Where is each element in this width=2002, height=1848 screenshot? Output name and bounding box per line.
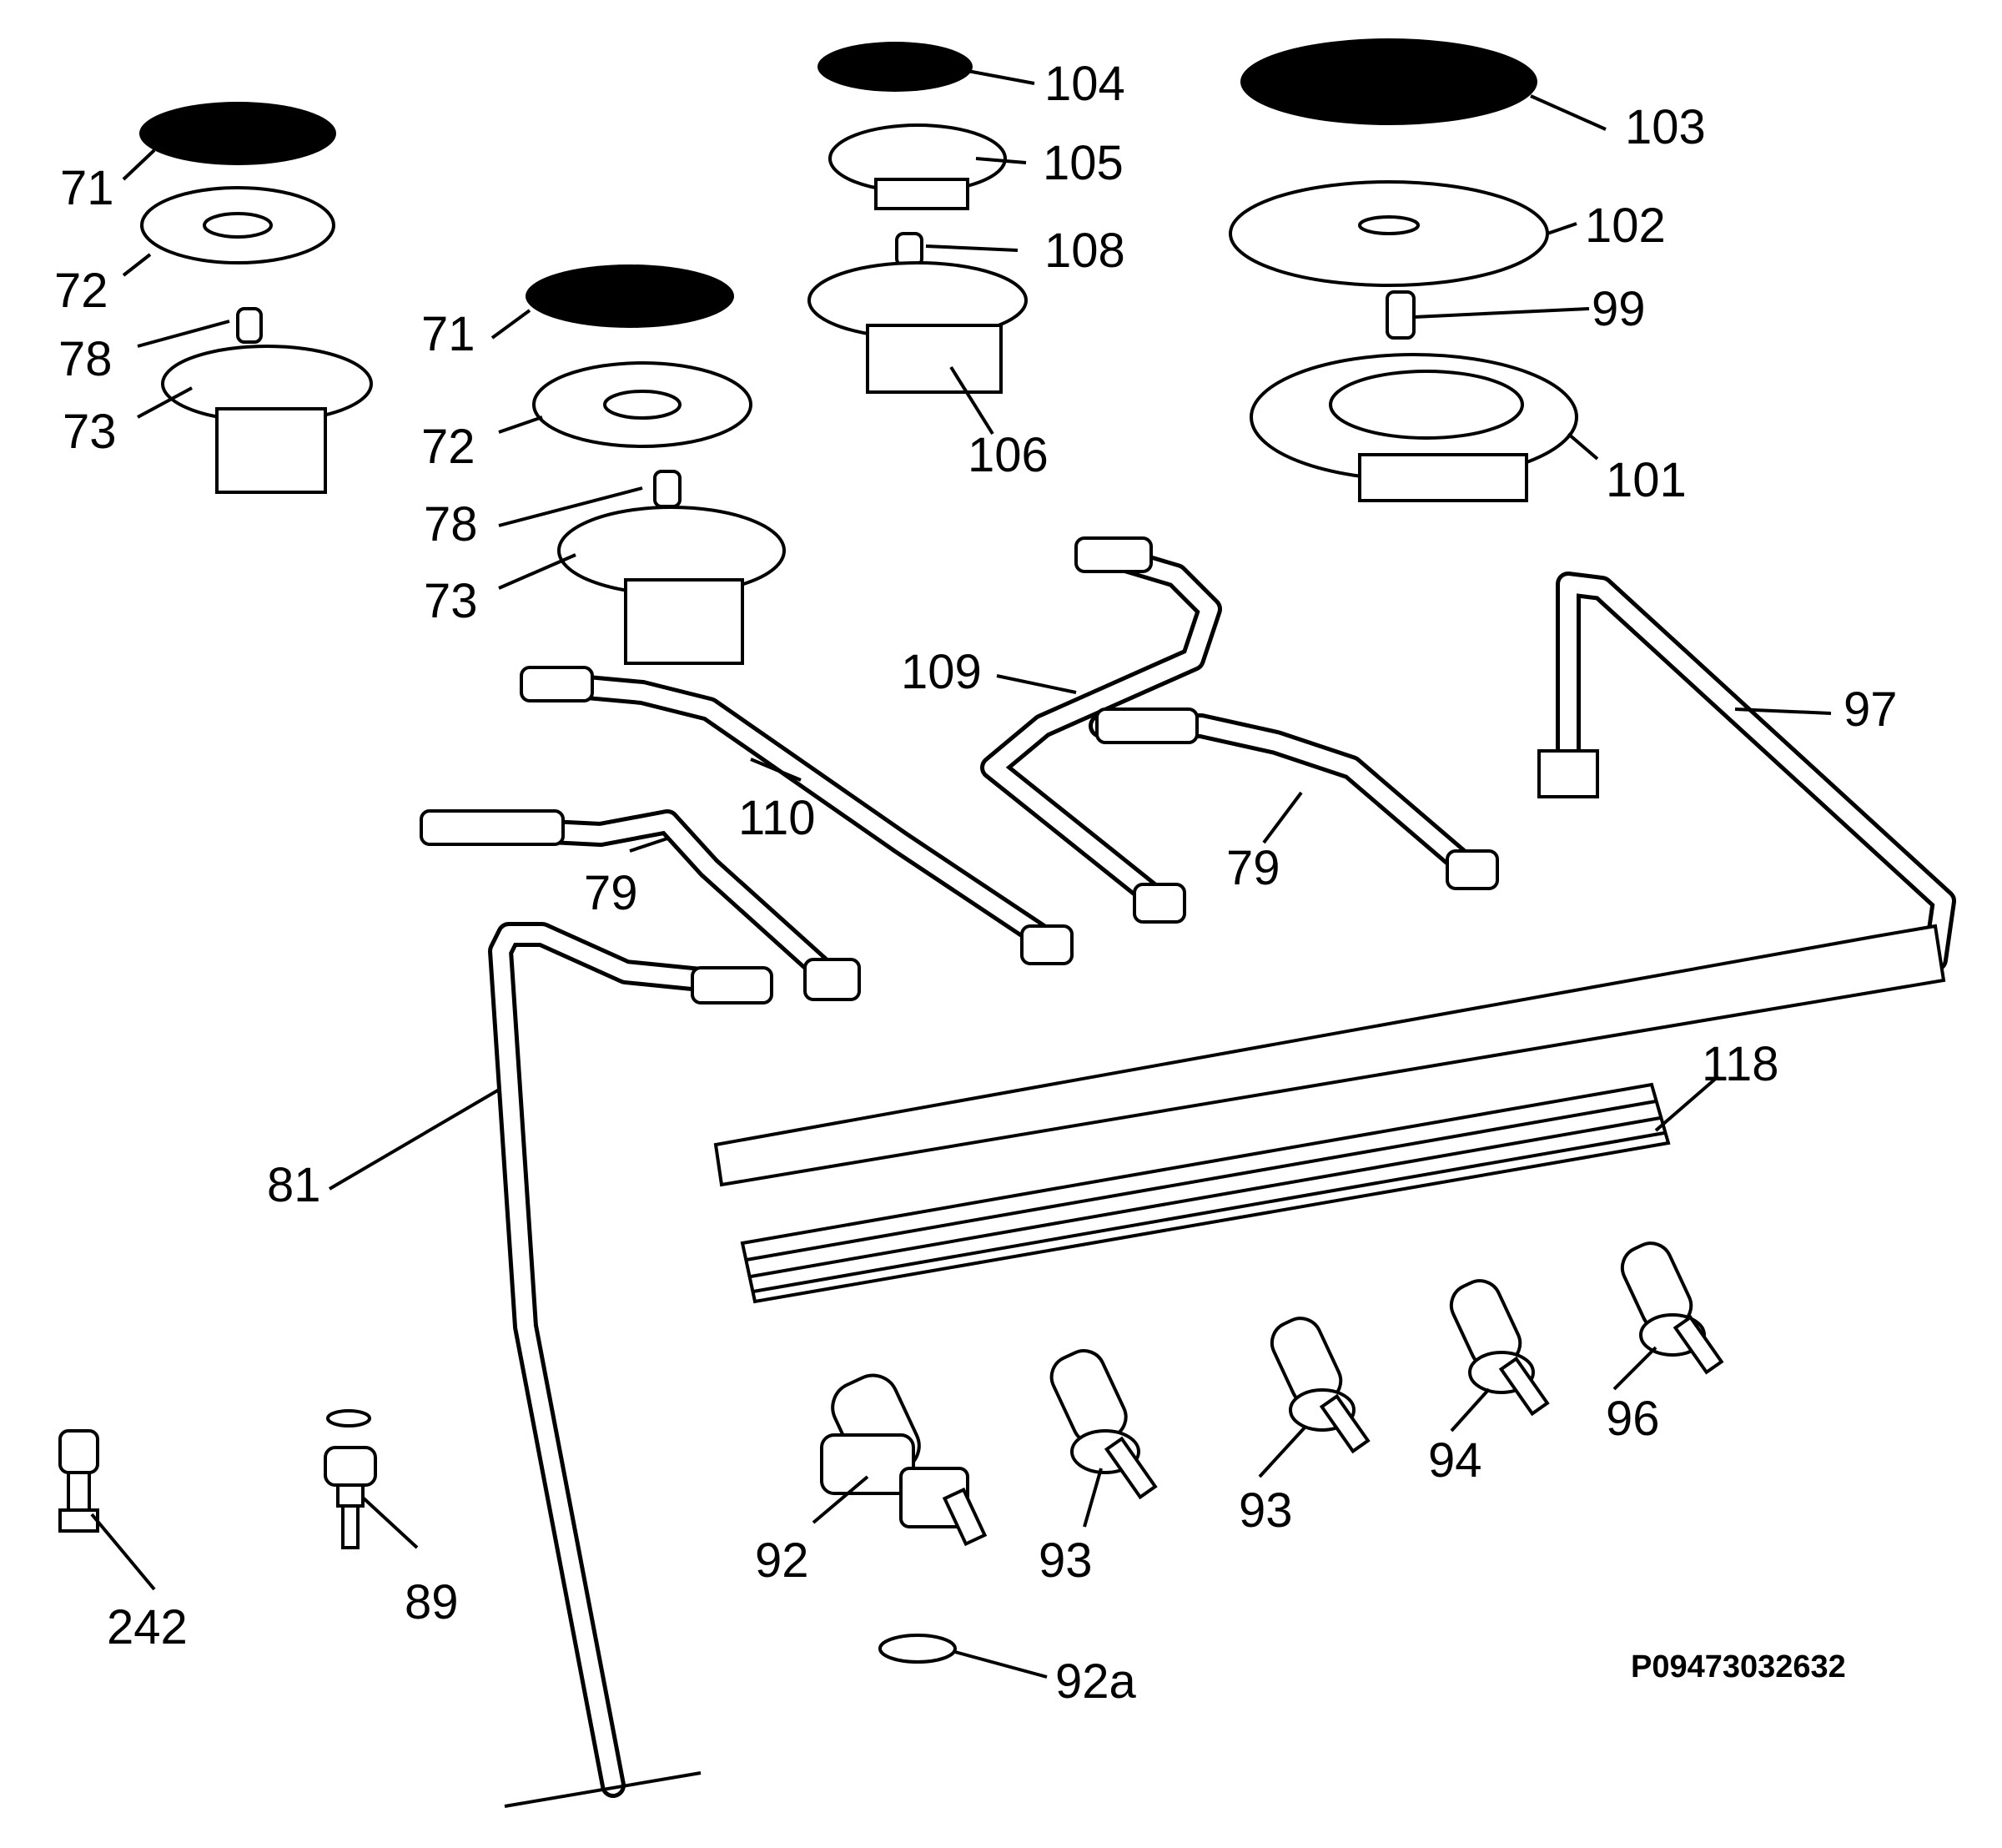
valve-93-b xyxy=(1270,1317,1371,1454)
label-79-right: 79 xyxy=(1226,841,1280,895)
injector-108 xyxy=(895,232,923,267)
crown-skirt xyxy=(874,178,969,210)
valve-96 xyxy=(1620,1241,1724,1375)
label-106: 106 xyxy=(968,428,1049,482)
valve-93-a xyxy=(1049,1349,1158,1500)
label-73-left: 73 xyxy=(63,405,117,459)
part-89 xyxy=(324,1409,377,1549)
label-101: 101 xyxy=(1606,453,1687,507)
burner-body-base xyxy=(215,407,327,494)
injector-78-left xyxy=(236,307,263,344)
label-93-a: 93 xyxy=(1039,1533,1093,1588)
label-94: 94 xyxy=(1428,1433,1482,1488)
pipe-fitting xyxy=(420,809,565,846)
pipe-fitting xyxy=(1446,849,1499,890)
label-103: 103 xyxy=(1625,100,1706,154)
burner-body-ring xyxy=(1329,370,1524,440)
label-79-left: 79 xyxy=(584,866,638,920)
burner-cap-71-mid xyxy=(526,264,734,328)
gasket-92a xyxy=(878,1634,957,1664)
injector-99 xyxy=(1386,290,1416,340)
label-110: 110 xyxy=(738,791,815,845)
pipe-79-right xyxy=(1089,707,1499,890)
valve-92 xyxy=(820,1373,988,1547)
label-81: 81 xyxy=(267,1158,321,1212)
pipe-fitting xyxy=(691,966,773,1005)
label-102: 102 xyxy=(1585,199,1666,253)
part-labels: 71 72 78 73 71 72 78 73 104 105 108 106 … xyxy=(54,57,1898,1709)
burner-cap-103 xyxy=(1240,38,1537,125)
pipe-fitting xyxy=(1133,883,1186,924)
label-71-mid: 71 xyxy=(421,307,475,361)
label-71-left: 71 xyxy=(60,161,114,215)
manifold-fitting xyxy=(1537,749,1599,798)
label-118: 118 xyxy=(1702,1037,1778,1091)
label-97: 97 xyxy=(1844,682,1898,737)
label-99: 99 xyxy=(1592,282,1646,336)
burner-rapid-center xyxy=(807,42,1028,394)
crown-center xyxy=(203,212,273,239)
pipe-fitting xyxy=(1074,536,1153,573)
valve-94 xyxy=(1449,1279,1550,1417)
label-73-mid: 73 xyxy=(424,574,478,628)
leader-lines xyxy=(90,69,1832,1679)
pipe-109 xyxy=(980,536,1222,924)
label-92: 92 xyxy=(755,1533,809,1588)
label-105: 105 xyxy=(1043,136,1124,190)
gas-manifold-97 xyxy=(713,572,1956,1187)
pipe-fitting xyxy=(803,958,861,1001)
crown-center xyxy=(1358,215,1420,235)
injector-78-mid xyxy=(653,470,682,508)
label-92a: 92a xyxy=(1055,1654,1137,1709)
label-96: 96 xyxy=(1606,1392,1660,1446)
pipe-79-left xyxy=(420,809,861,1001)
burner-body-base xyxy=(624,578,744,665)
pipe-fitting xyxy=(520,666,594,702)
ground-line xyxy=(504,1771,702,1808)
pipe-fitting xyxy=(1020,924,1074,965)
pipe-110 xyxy=(520,666,1074,965)
label-242: 242 xyxy=(107,1600,188,1654)
valve-support-118 xyxy=(740,1082,1671,1304)
label-109: 109 xyxy=(901,645,982,699)
burner-large-right xyxy=(1229,38,1578,502)
drawing-code: P09473032632 xyxy=(1631,1649,1846,1684)
burner-cap-104 xyxy=(817,42,973,92)
pipe-fitting xyxy=(1095,707,1199,744)
label-108: 108 xyxy=(1044,224,1125,278)
label-89: 89 xyxy=(405,1575,459,1629)
label-104: 104 xyxy=(1044,57,1125,111)
crown-center xyxy=(603,390,682,420)
burner-cap-71-left xyxy=(139,102,336,165)
burner-small-mid xyxy=(526,264,786,665)
burner-body-base xyxy=(866,324,1003,394)
label-78-mid: 78 xyxy=(424,497,478,551)
label-93-b: 93 xyxy=(1239,1483,1293,1538)
label-72-mid: 72 xyxy=(421,420,475,474)
label-78-left: 78 xyxy=(58,332,113,386)
label-72-left: 72 xyxy=(54,264,108,318)
pipe-81 xyxy=(488,922,773,1808)
manifold-bar xyxy=(713,924,1946,1187)
burner-body-base xyxy=(1358,453,1528,502)
burner-small-left xyxy=(139,102,373,494)
